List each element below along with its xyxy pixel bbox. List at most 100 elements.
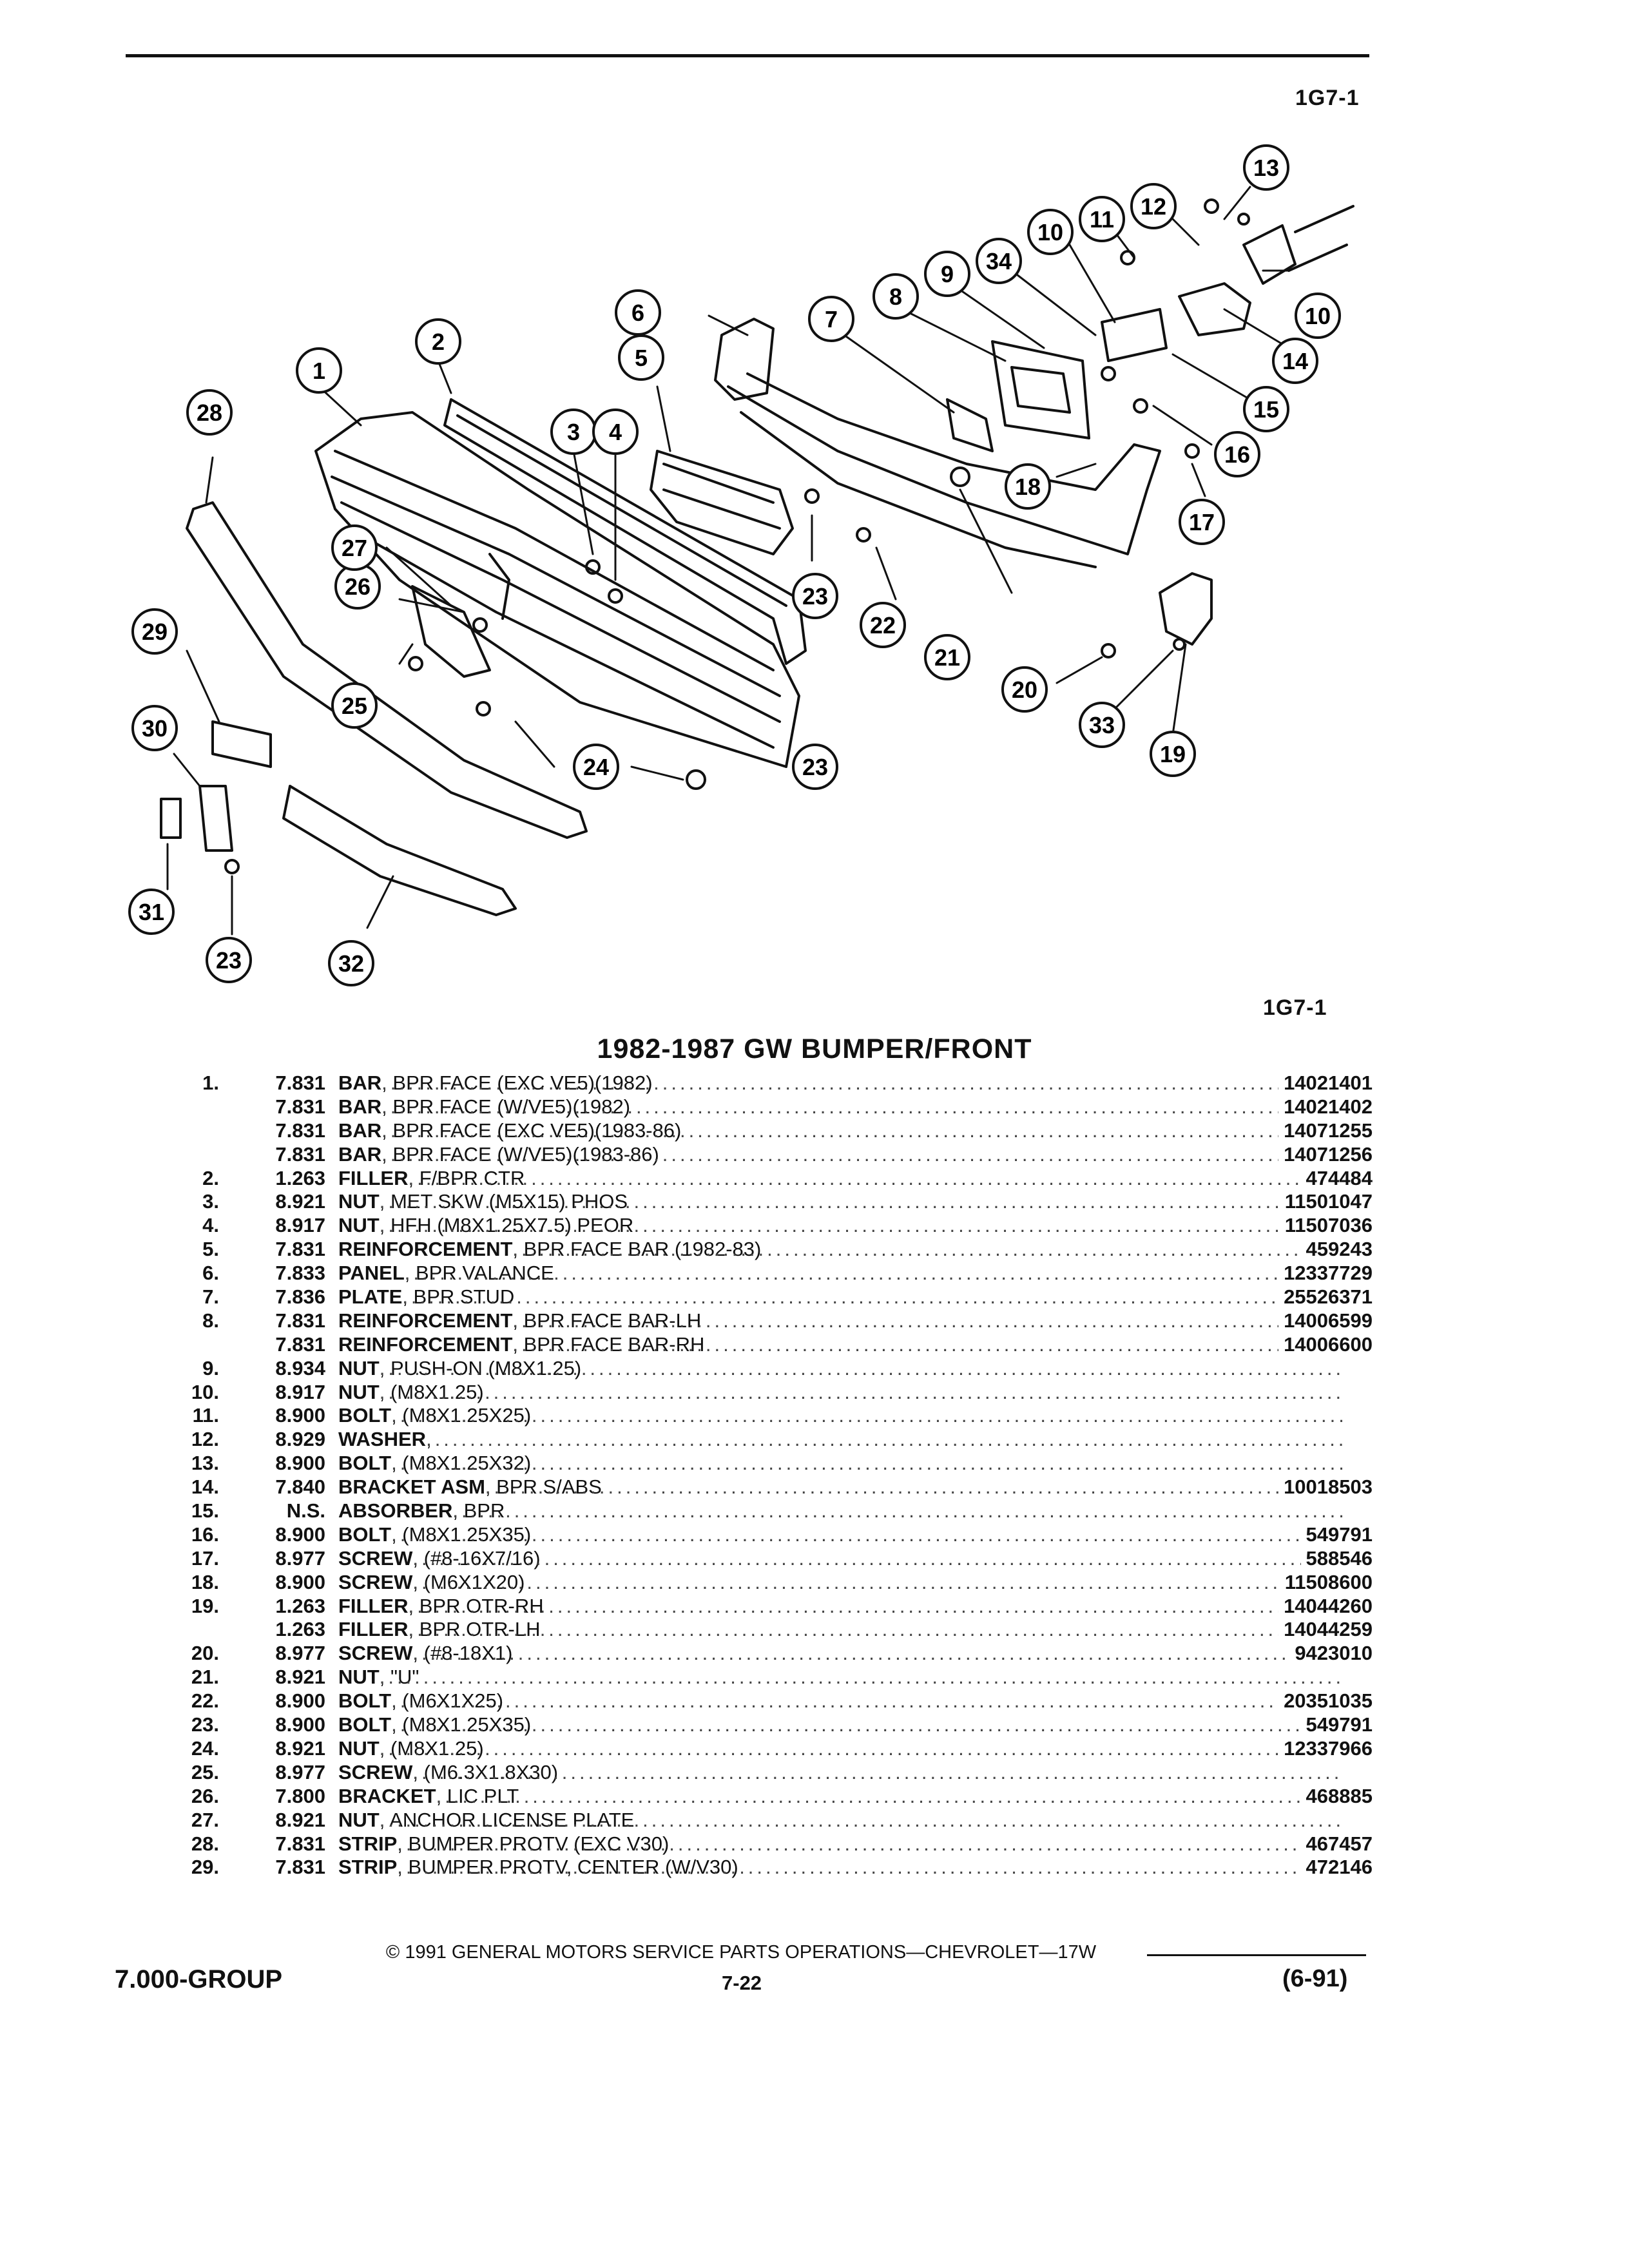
group-code: 8.977: [275, 1760, 325, 1783]
part-description: SCREW , (#8-16X7/16) ...................…: [338, 1547, 1344, 1570]
group-code: 8.917: [275, 1214, 325, 1237]
part-description: BRACKET ASM , BPR S/ABS ................…: [338, 1475, 1344, 1499]
group-code: 8.921: [275, 1666, 325, 1689]
absorber-bracket: [1101, 308, 1168, 362]
callout-30: 30: [131, 705, 178, 751]
part-detail: , BPR FACE BAR (1982-83): [512, 1238, 762, 1261]
callout-24: 24: [573, 744, 619, 790]
part-name: BOLT: [338, 1523, 392, 1546]
group-code: 8.900: [275, 1689, 325, 1713]
outer-filler: [1159, 572, 1213, 646]
part-detail: , (M8X1.25X32): [391, 1452, 532, 1475]
callout-18: 18: [1005, 463, 1051, 510]
item-number: 13.: [191, 1452, 219, 1475]
callout-label: 23: [802, 754, 828, 780]
group-code: 7.831: [275, 1072, 325, 1094]
part-detail: , BUMPER PROTV (EXC V30): [397, 1832, 670, 1855]
part-name: SCREW: [338, 1642, 413, 1665]
part-description: PLATE , BPR STUD .......................…: [338, 1285, 1344, 1309]
part-number: 549791: [1300, 1523, 1373, 1546]
callout-22: 22: [860, 602, 906, 648]
part-detail: , BPR S/ABS: [485, 1475, 602, 1499]
callout-21: 21: [924, 634, 970, 680]
callout-23: 23: [206, 937, 252, 983]
group-code: 8.917: [275, 1380, 325, 1403]
callout-label: 32: [338, 950, 364, 977]
group-code: 1.263: [275, 1166, 325, 1189]
part-name: BOLT: [338, 1452, 392, 1475]
callout-31: 31: [128, 889, 175, 935]
part-description: NUT , (M8X1.25) ........................…: [338, 1737, 1344, 1760]
part-number: 20351035: [1278, 1689, 1373, 1713]
callout-13: 13: [1243, 144, 1289, 191]
part-description: BRACKET , LIC PLT ......................…: [338, 1785, 1344, 1808]
callout-label: 11: [1090, 206, 1114, 233]
part-name: FILLER: [338, 1166, 409, 1189]
callout-27: 27: [331, 524, 378, 571]
leader-dots: ........................................…: [379, 1214, 1344, 1237]
callout-label: 25: [342, 693, 367, 719]
part-name: NUT: [338, 1356, 380, 1379]
part-description: STRIP , BUMPER PROTV (EXC V30) .........…: [338, 1832, 1344, 1856]
part-number: 549791: [1300, 1713, 1373, 1737]
part-description: BAR , BPR FACE (EXC VE5)(1982) .........…: [338, 1072, 1344, 1095]
part-number: 468885: [1300, 1784, 1373, 1808]
part-number: 14071255: [1278, 1119, 1373, 1142]
item-number: 3.: [202, 1190, 219, 1213]
group-code: 7.840: [275, 1475, 325, 1499]
leader-dots: ........................................…: [397, 1856, 1344, 1879]
group-code: 8.934: [275, 1356, 325, 1379]
callout-label: 28: [197, 399, 222, 426]
group-code: 1.263: [275, 1594, 325, 1617]
callout-label: 30: [142, 715, 168, 742]
leader-dots: ........................................…: [379, 1666, 1344, 1689]
item-number: 11.: [192, 1404, 219, 1427]
part-name: NUT: [338, 1666, 380, 1689]
callout-28: 28: [186, 389, 233, 436]
part-detail: , F/BPR CTR: [408, 1166, 525, 1189]
group-code: 7.831: [275, 1832, 325, 1855]
part-description: NUT , "U" ..............................…: [338, 1666, 1344, 1689]
callout-16: 16: [1214, 431, 1260, 477]
item-number: 21.: [191, 1666, 219, 1689]
bracket-31: [160, 798, 182, 839]
item-number: 29.: [191, 1856, 219, 1879]
part-name: NUT: [338, 1214, 380, 1237]
part-description: BAR , BPR FACE (W/VE5)(1982) ...........…: [338, 1095, 1344, 1119]
callout-label: 34: [986, 248, 1012, 274]
part-description: SCREW , (M6X1X20) ......................…: [338, 1571, 1344, 1594]
item-number: 20.: [191, 1642, 219, 1665]
leader-dots: ........................................…: [391, 1404, 1344, 1427]
leader-dots: ........................................…: [412, 1570, 1344, 1593]
leader-dots: ........................................…: [379, 1380, 1344, 1403]
callout-label: 3: [567, 419, 580, 445]
group-code: 7.831: [275, 1856, 325, 1879]
item-number: 8.: [202, 1309, 219, 1332]
group-code: 7.831: [275, 1332, 325, 1356]
part-number: 9423010: [1289, 1642, 1373, 1666]
part-detail: , BPR OTR-RH: [408, 1594, 544, 1617]
callout-label: 14: [1282, 348, 1308, 374]
callout-label: 15: [1253, 396, 1279, 423]
part-detail: , BPR FACE (W/VE5)(1983-86): [381, 1142, 659, 1166]
part-name: ABSORBER: [338, 1499, 453, 1523]
part-name: PLATE: [338, 1285, 403, 1309]
part-description: NUT , PUSH-ON (M8X1.25) ................…: [338, 1357, 1344, 1380]
callout-label: 17: [1189, 509, 1215, 535]
part-detail: , PUSH-ON (M8X1.25): [379, 1356, 582, 1379]
callout-26: 26: [334, 563, 381, 610]
item-number: 26.: [191, 1784, 219, 1807]
part-number: 12337966: [1278, 1736, 1373, 1760]
callout-6: 6: [615, 289, 661, 336]
part-name: STRIP: [338, 1856, 398, 1879]
